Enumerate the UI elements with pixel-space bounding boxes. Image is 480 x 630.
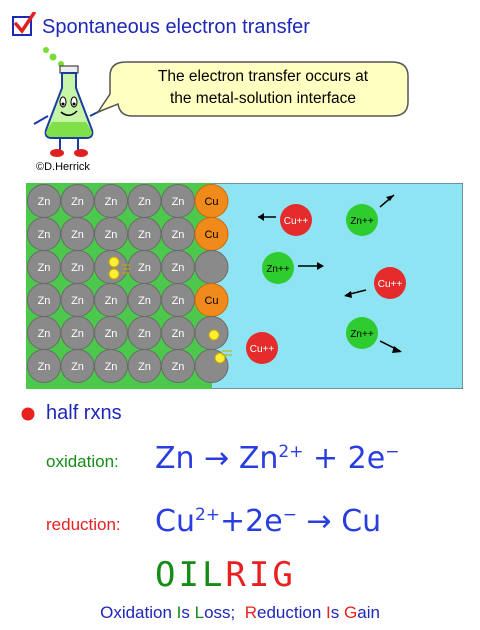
atom-label: Zn (38, 361, 51, 373)
atom-label: Zn (172, 229, 185, 241)
ion-cu-1-label: Cu++ (284, 216, 309, 227)
ox-reactant: Zn (155, 441, 195, 476)
atom-label: Zn (172, 262, 185, 274)
atom-label: Zn (172, 361, 185, 373)
footer-oss: oss; (204, 603, 236, 622)
bubble-line-2: the metal-solution interface (169, 90, 357, 107)
atom-label: Zn (105, 328, 118, 340)
atom-label: Zn (71, 328, 84, 340)
atom-label: Zn (105, 196, 118, 208)
reduction-equation: Cu2++2e− → Cu (155, 504, 381, 539)
bullet-icon (21, 407, 35, 421)
electron-icons (108, 256, 232, 364)
ox-electrons: + 2e (313, 441, 386, 476)
footer-s2: s (330, 603, 340, 622)
atom-label: Zn (38, 262, 51, 274)
atom-label: Zn (71, 361, 84, 373)
atom-label: Zn (138, 295, 151, 307)
ion-zn-3-label: Zn++ (350, 329, 374, 340)
footer-g: G (344, 603, 358, 622)
atom-label: Zn (71, 295, 84, 307)
bubble-line-1: The electron transfer occurs at (157, 68, 369, 85)
reduction-label: reduction: (46, 515, 121, 534)
oilrig-oil: OIL (155, 555, 226, 595)
ion-zn-1-label: Zn++ (350, 216, 374, 227)
atom-label: Zn (138, 229, 151, 241)
atom-label: Zn (138, 262, 151, 274)
atom-label: Zn (105, 295, 118, 307)
footer-i1: I (176, 603, 182, 622)
arrow-right-icon: → (204, 441, 230, 476)
speech-bubble (96, 61, 409, 117)
red-product: Cu (341, 504, 382, 539)
atom-label: Zn (172, 328, 185, 340)
atom-label: Zn (38, 196, 51, 208)
atom-label: Cu (204, 295, 218, 307)
atom-label: Zn (71, 229, 84, 241)
ion-cu-3-label: Cu++ (250, 344, 275, 355)
ox-electron-charge: − (385, 442, 400, 462)
red-electrons: +2e (220, 504, 283, 539)
atom-label: Zn (105, 229, 118, 241)
atom-label: Zn (105, 361, 118, 373)
footer-s1: s (181, 603, 190, 622)
atom-label: Zn (172, 295, 185, 307)
ox-charge: 2+ (278, 442, 304, 462)
oilrig-mnemonic: OILRIG (155, 555, 296, 595)
page-title: Spontaneous electron transfer (42, 16, 310, 38)
ion-cu-2: Cu++ (374, 267, 406, 299)
oxidation-label: oxidation: (46, 452, 119, 471)
oxidation-equation: Zn → Zn2+ + 2e− (155, 441, 399, 476)
atom-label: Zn (172, 196, 185, 208)
atom-label: Zn (38, 229, 51, 241)
bubble-text: The electron transfer occurs at the meta… (118, 66, 408, 110)
ion-cu-3: Cu++ (246, 332, 278, 364)
atom-label: Zn (38, 295, 51, 307)
atom-label: Zn (138, 361, 151, 373)
footer-ain: ain (357, 603, 380, 622)
arrow-right-icon: → (306, 504, 332, 539)
red-reactant: Cu (155, 504, 195, 539)
ion-cu-2-label: Cu++ (378, 279, 403, 290)
ion-zn-2: Zn++ (262, 252, 294, 284)
copyright-text: ©D.Herrick (36, 161, 90, 173)
atom-label: Cu (204, 196, 218, 208)
ion-zn-1: Zn++ (346, 204, 378, 236)
footer-i2: I (326, 603, 331, 622)
oilrig-rig: RIG (225, 555, 296, 595)
zinc-atom (194, 250, 229, 284)
half-rxns-heading: half rxns (46, 402, 122, 424)
footer-eduction: eduction (257, 603, 322, 622)
ox-product: Zn (238, 441, 279, 476)
footer-r: R (244, 603, 258, 622)
checkbox-icon (12, 12, 36, 36)
red-charge: 2+ (194, 505, 221, 525)
atom-label: Zn (38, 328, 51, 340)
atom-label: Zn (138, 328, 151, 340)
atom-label: Zn (138, 196, 151, 208)
footer-o: O (100, 603, 114, 622)
atom-label: Cu (204, 229, 218, 241)
mnemonic-footer: Oxidation Is Loss; Reduction Is Gain (0, 603, 480, 623)
atom-label: Zn (71, 262, 84, 274)
red-electron-charge: − (282, 505, 297, 525)
ion-zn-3: Zn++ (346, 317, 378, 349)
ion-cu-1: Cu++ (280, 204, 312, 236)
footer-xidation: xidation (113, 603, 172, 622)
footer-l: L (194, 603, 205, 622)
ion-zn-2-label: Zn++ (266, 264, 290, 275)
atom-label: Zn (71, 196, 84, 208)
flask-mascot-icon (33, 47, 103, 157)
